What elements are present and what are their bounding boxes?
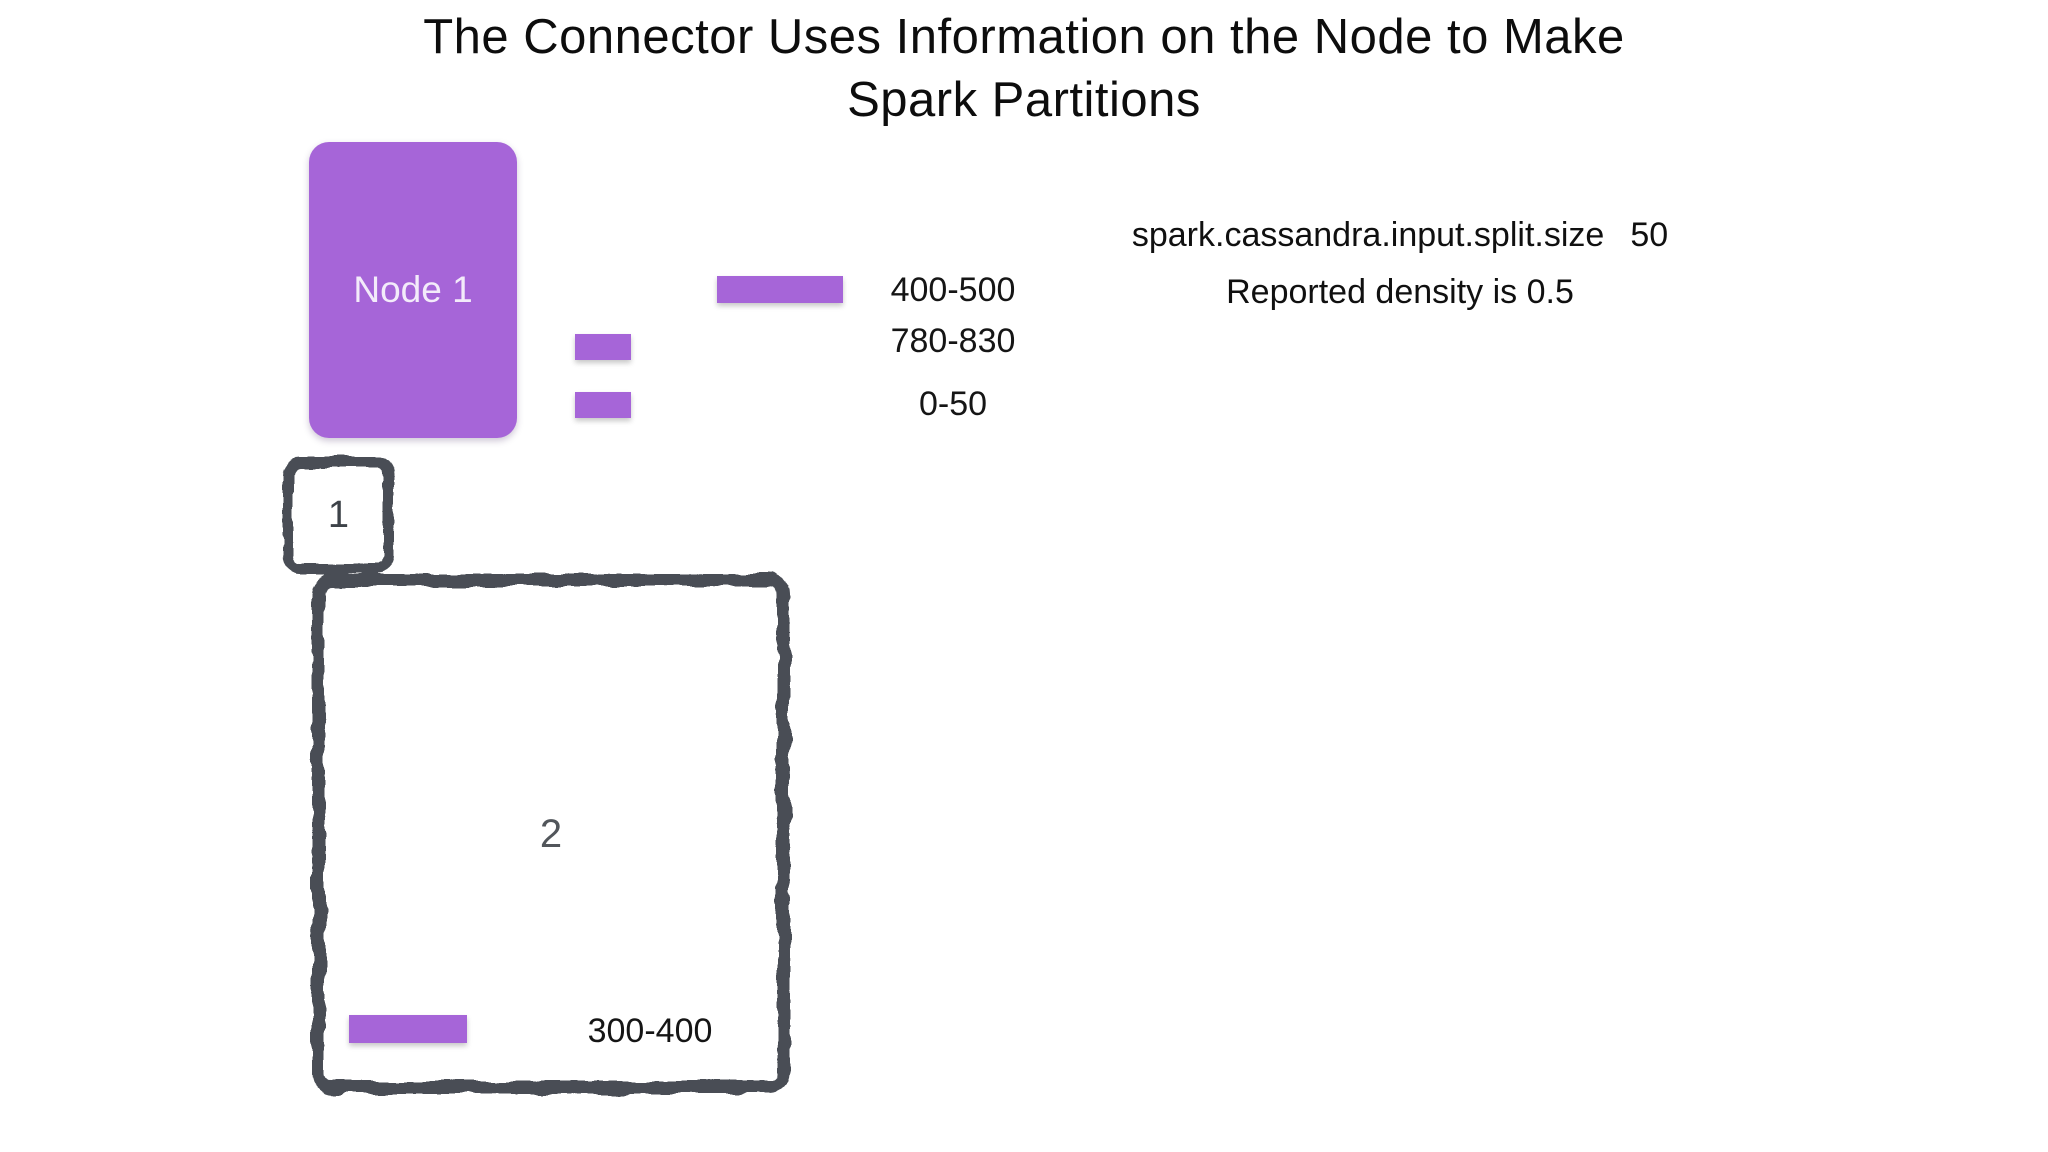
- config-block: spark.cassandra.input.split.size 50 Repor…: [1120, 216, 1680, 311]
- token-range-label-0-50: 0-50: [918, 385, 988, 423]
- config-property-value: 50: [1630, 216, 1669, 254]
- config-property-name: spark.cassandra.input.split.size: [1131, 216, 1605, 254]
- node-1-box: Node 1: [309, 142, 517, 438]
- spark-partition-2: 2: [312, 574, 790, 1094]
- config-split-size-line: spark.cassandra.input.split.size 50: [1120, 216, 1680, 254]
- token-range-bar-300-400: [349, 1015, 467, 1043]
- slide-title: The Connector Uses Information on the No…: [423, 10, 1625, 127]
- spark-partition-1: 1: [283, 457, 394, 573]
- token-range-label-300-400: 300-400: [587, 1012, 713, 1050]
- token-range-label-400-500: 400-500: [890, 271, 1016, 309]
- config-density-note: Reported density is 0.5: [1226, 273, 1574, 311]
- partition-1-sketch-border: [283, 457, 394, 573]
- partition-2-number: 2: [539, 811, 563, 856]
- node-1-label: Node 1: [353, 269, 473, 310]
- token-range-label-780-830: 780-830: [890, 322, 1016, 360]
- partition-2-sketch-border: [312, 574, 790, 1094]
- token-range-bar-0-50: [575, 392, 631, 418]
- token-range-bar-780-830: [575, 334, 631, 360]
- token-range-bar-400-500: [717, 276, 843, 303]
- partition-1-number: 1: [327, 493, 350, 536]
